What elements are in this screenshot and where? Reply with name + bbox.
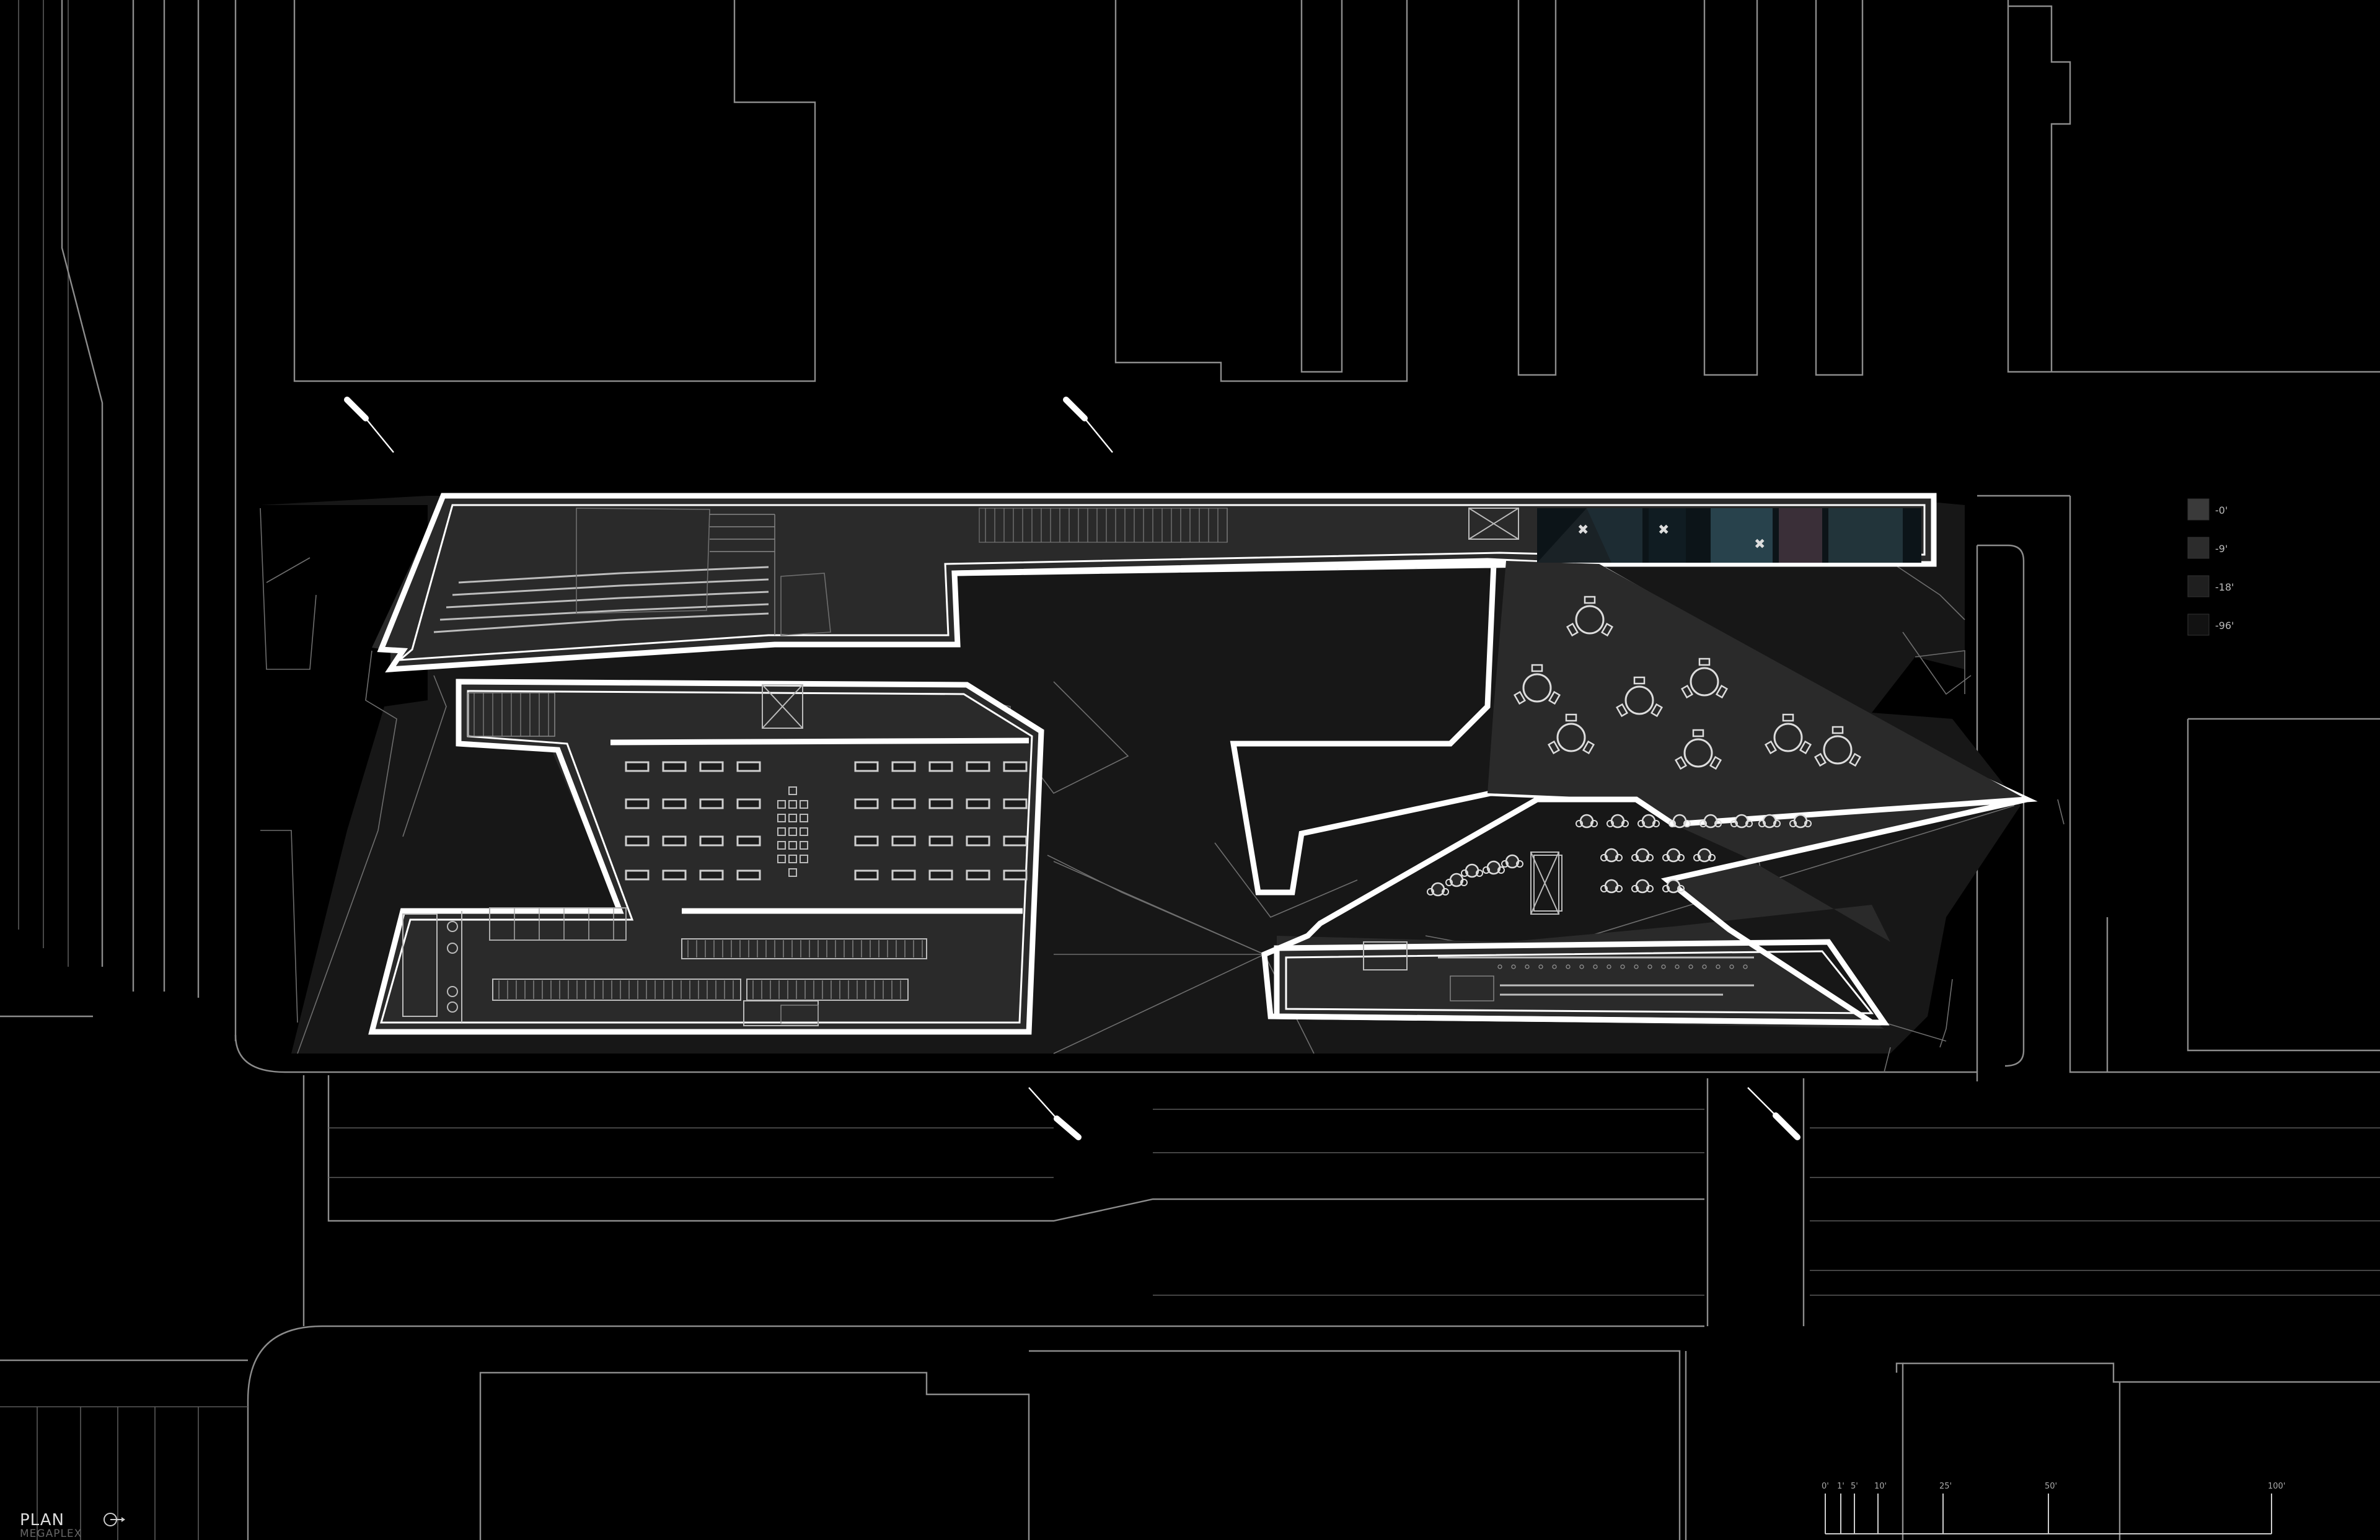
desk — [891, 869, 916, 881]
cafe-table — [1764, 713, 1812, 755]
cafe-seat — [1445, 873, 1468, 887]
legend-swatch — [2187, 614, 2210, 636]
rendering-inset: ✖ ✖ ✖ — [1537, 508, 1921, 563]
elevator-core — [1533, 855, 1562, 912]
legend-swatch — [2187, 537, 2210, 559]
desk — [966, 869, 990, 881]
desk — [966, 798, 990, 809]
desk — [625, 835, 650, 847]
cafe-table — [1513, 664, 1561, 705]
cafe-seat — [1483, 860, 1505, 875]
desk — [854, 798, 879, 809]
desk — [662, 798, 687, 809]
cafe-seat — [1730, 814, 1753, 829]
cafe-seat — [1699, 814, 1722, 829]
desk — [891, 835, 916, 847]
desk — [1003, 798, 1028, 809]
desk — [736, 761, 761, 772]
desk — [699, 798, 724, 809]
legend-label: -0' — [2215, 504, 2228, 516]
desk — [1003, 761, 1028, 772]
legend-swatch — [2187, 575, 2210, 597]
svg-text:✖: ✖ — [1754, 537, 1765, 552]
cafe-seat — [1693, 848, 1716, 863]
auditorium-seating — [433, 508, 831, 636]
cafe-table — [1674, 729, 1722, 770]
cafe-seat — [1600, 848, 1623, 863]
desk — [928, 869, 953, 881]
desk — [625, 761, 650, 772]
desk — [966, 761, 990, 772]
scale-label: 25' — [1939, 1482, 1952, 1491]
desk — [625, 869, 650, 881]
cafe-seat — [1631, 879, 1654, 894]
drawing-subtitle: MEGAPLEX — [20, 1528, 82, 1540]
legend-label: -96' — [2215, 620, 2234, 631]
desk — [736, 798, 761, 809]
north-arrow-icon — [104, 1513, 125, 1526]
cafe-seat — [1637, 814, 1660, 829]
desk — [736, 869, 761, 881]
scale-label: 0' — [1822, 1482, 1829, 1491]
cafe-table — [1814, 726, 1862, 767]
office-desks — [402, 761, 1028, 1026]
legend-label: -18' — [2215, 581, 2234, 593]
desk — [928, 798, 953, 809]
legend-swatch — [2187, 498, 2210, 521]
cafe-seat — [1668, 814, 1691, 829]
cafe-seat — [1600, 879, 1623, 894]
cafe-seat — [1631, 848, 1654, 863]
cafe-table — [1547, 713, 1595, 755]
desk — [699, 835, 724, 847]
desk — [928, 761, 953, 772]
desk — [1003, 835, 1028, 847]
cafe-seat — [1662, 848, 1685, 863]
cafe-tables — [1427, 596, 1862, 912]
scale-label: 5' — [1851, 1482, 1858, 1491]
desk — [662, 835, 687, 847]
desk — [736, 835, 761, 847]
svg-text:✖: ✖ — [1658, 522, 1669, 538]
scale-bar: 0' 1' 5' 10' 25' 50' 100' — [1822, 1482, 2285, 1534]
cafe-table — [1615, 676, 1664, 718]
cafe-seat — [1576, 814, 1598, 829]
svg-text:✖: ✖ — [1577, 522, 1589, 538]
cafe-table — [1680, 658, 1729, 699]
scale-label: 10' — [1874, 1482, 1887, 1491]
cafe-seat — [1427, 882, 1449, 897]
desk — [928, 835, 953, 847]
cafe-seat — [1461, 863, 1483, 878]
cafe-seat — [1789, 814, 1812, 829]
cafe-seat — [1758, 814, 1781, 829]
elevation-legend: -0' -9' -18' -96' — [2187, 498, 2234, 636]
title-block: PLAN MEGAPLEX — [20, 1511, 125, 1540]
desk — [891, 761, 916, 772]
cafe-seat — [1501, 854, 1523, 869]
stair-hatching — [467, 508, 1519, 737]
desk — [854, 869, 879, 881]
scale-label: 100' — [2268, 1482, 2285, 1491]
section-cut-markers — [344, 397, 1800, 1140]
desk — [699, 761, 724, 772]
scale-label: 1' — [1837, 1482, 1844, 1491]
cafe-seat — [1662, 879, 1685, 894]
desk — [1003, 869, 1028, 881]
cafe-seat — [1606, 814, 1629, 829]
desk — [662, 761, 687, 772]
scale-label: 50' — [2045, 1482, 2057, 1491]
desk — [891, 798, 916, 809]
desk — [854, 761, 879, 772]
desk — [662, 869, 687, 881]
desk — [699, 869, 724, 881]
legend-label: -9' — [2215, 543, 2228, 555]
cafe-table — [1566, 596, 1614, 637]
theatre-seating — [1363, 851, 1754, 1001]
desk — [966, 835, 990, 847]
drawing-title: PLAN — [20, 1511, 64, 1529]
desk — [854, 835, 879, 847]
desk — [625, 798, 650, 809]
